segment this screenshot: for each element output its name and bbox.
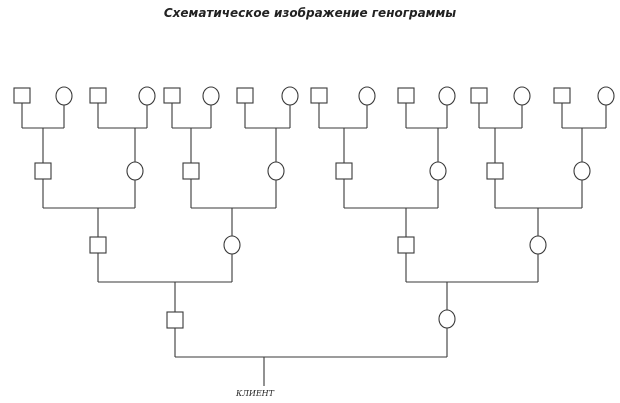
female-symbol bbox=[597, 86, 615, 106]
female-symbol bbox=[126, 161, 144, 181]
generation-parents bbox=[166, 309, 456, 329]
male-symbol bbox=[163, 87, 181, 104]
female-symbol bbox=[267, 161, 285, 181]
male-symbol bbox=[89, 87, 107, 104]
male-symbol bbox=[310, 87, 328, 104]
mother-symbol bbox=[438, 309, 456, 329]
client-label: КЛИЕНТ bbox=[236, 389, 274, 398]
male-symbol bbox=[236, 87, 254, 104]
male-symbol bbox=[553, 87, 571, 104]
male-symbol bbox=[89, 236, 107, 254]
male-symbol bbox=[335, 162, 353, 180]
diagram-title: Схематическое изображение генограммы bbox=[163, 6, 457, 20]
male-symbol bbox=[486, 162, 504, 180]
male-symbol bbox=[34, 162, 52, 180]
female-symbol bbox=[202, 86, 220, 106]
generation-grandparents bbox=[34, 161, 591, 181]
female-symbol bbox=[529, 235, 547, 255]
female-symbol bbox=[281, 86, 299, 106]
female-symbol bbox=[429, 161, 447, 181]
connector-lines bbox=[21, 103, 607, 386]
male-symbol bbox=[13, 87, 31, 104]
female-symbol bbox=[513, 86, 531, 106]
female-symbol bbox=[438, 86, 456, 106]
male-symbol bbox=[182, 162, 200, 180]
female-symbol bbox=[138, 86, 156, 106]
generation-great-grandparents bbox=[13, 86, 615, 106]
female-symbol bbox=[358, 86, 376, 106]
male-symbol bbox=[397, 87, 415, 104]
male-symbol bbox=[470, 87, 488, 104]
female-symbol bbox=[55, 86, 73, 106]
generation-parents-of-parents bbox=[89, 235, 547, 255]
father-symbol bbox=[166, 311, 184, 329]
female-symbol bbox=[573, 161, 591, 181]
female-symbol bbox=[223, 235, 241, 255]
male-symbol bbox=[397, 236, 415, 254]
